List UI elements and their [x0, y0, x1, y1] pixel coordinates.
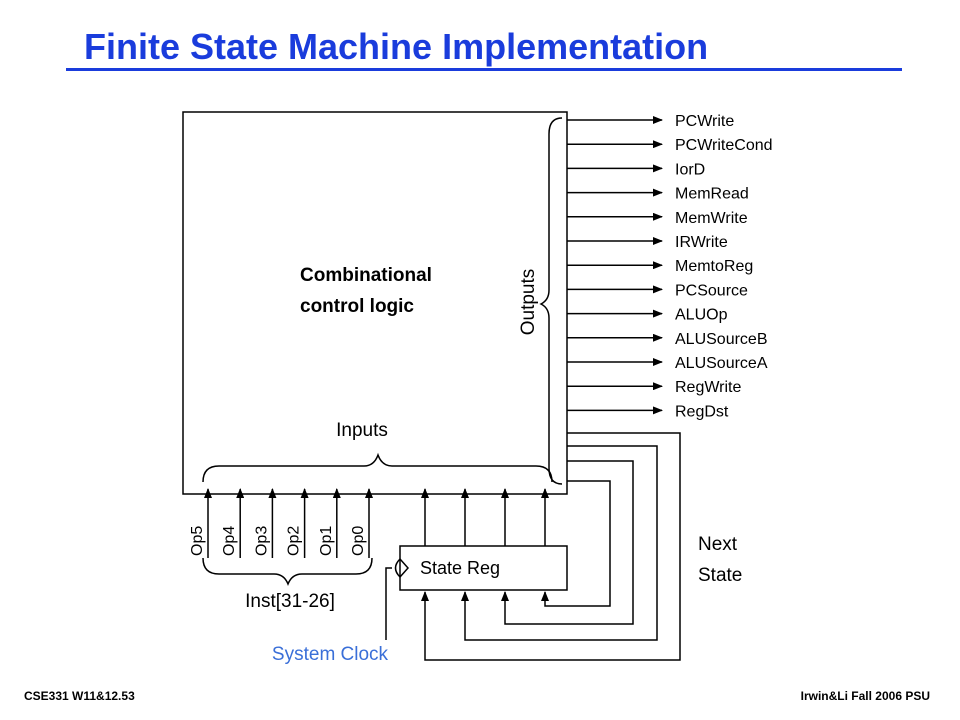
inst-label: Inst[31-26] [245, 591, 335, 612]
output-signal-label: RegDst [675, 403, 729, 420]
inputs-brace [202, 452, 553, 483]
op-input-label: Op0 [350, 526, 367, 556]
next-state-feedback [421, 432, 681, 661]
output-signal-label: MemRead [675, 186, 749, 203]
state-to-logic-arrows [421, 488, 549, 546]
output-signal-label: RegWrite [675, 379, 741, 396]
state-reg-label: State Reg [420, 558, 500, 578]
title-underline [66, 68, 902, 71]
next-state-label-line1: Next [698, 534, 738, 555]
inst-brace [202, 557, 373, 587]
next-state-label-line2: State [698, 565, 742, 586]
output-signal-label: IRWrite [675, 234, 728, 251]
logic-label-line1: Combinational [300, 265, 432, 286]
op-input-label: Op1 [318, 526, 335, 556]
inputs-label: Inputs [336, 420, 388, 441]
op-input-label: Op4 [221, 526, 238, 556]
system-clock-line [385, 567, 392, 640]
output-signal-label: PCSource [675, 282, 748, 299]
logic-label-line2: control logic [300, 296, 414, 317]
outputs-label: Outputs [518, 269, 539, 336]
output-signal-label: ALUSourceA [675, 355, 768, 372]
state-register [399, 545, 568, 591]
output-signal-label: MemWrite [675, 210, 748, 227]
output-signal-label: MemtoReg [675, 258, 753, 275]
op-input-label: Op2 [286, 526, 303, 556]
clock-input-triangle [399, 558, 410, 578]
slide-title: Finite State Machine Implementation [84, 26, 709, 67]
op-input-label: Op5 [189, 526, 206, 556]
clock-input-circle [394, 558, 401, 578]
output-signal-label: ALUOp [675, 307, 728, 324]
output-signal-label: IorD [675, 161, 705, 178]
op-input-label: Op3 [253, 526, 270, 556]
footer-credits: Irwin&Li Fall 2006 PSU [800, 689, 930, 703]
output-signal-label: PCWriteCond [675, 137, 773, 154]
footer-course-code: CSE331 W11&12.53 [24, 689, 135, 703]
combinational-logic-block [182, 111, 568, 495]
system-clock-label: System Clock [272, 644, 389, 665]
outputs-brace [539, 117, 563, 485]
op-inputs: Op5 Op4 Op3 Op2 Op1 Op0 [189, 488, 373, 558]
output-signal-label: PCWrite [675, 113, 734, 130]
output-signal-label: ALUSourceB [675, 331, 768, 348]
